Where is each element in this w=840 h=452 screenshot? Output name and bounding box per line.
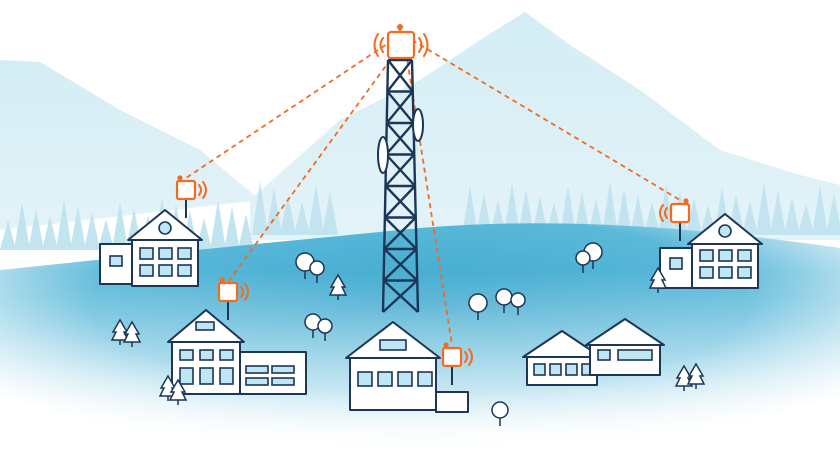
tree-icon (328, 273, 348, 300)
tree-icon (648, 266, 668, 293)
house-right (659, 247, 697, 289)
house-center-annex (435, 391, 469, 413)
antenna-midleft-house-icon (217, 277, 249, 320)
house-left-main (127, 209, 203, 287)
antenna-right-house-icon (659, 198, 691, 241)
house-right-main (687, 213, 763, 289)
tree-icon (468, 293, 488, 320)
link-midleft-house (227, 51, 397, 283)
window (158, 247, 173, 260)
link-right-house (411, 39, 681, 201)
window (718, 266, 733, 279)
window (699, 266, 714, 279)
window (549, 363, 562, 376)
window (179, 349, 194, 361)
tower-antenna-icon (386, 30, 416, 60)
window (219, 349, 234, 361)
window (139, 264, 154, 277)
tree-icon (317, 318, 333, 341)
tree-icon (510, 292, 526, 315)
tree-icon (491, 401, 509, 426)
house-center (345, 321, 469, 413)
window (417, 371, 433, 387)
window (718, 249, 733, 262)
antenna-center-house-icon (441, 342, 473, 385)
window (199, 349, 214, 361)
tree-icon (686, 362, 706, 389)
window (139, 247, 154, 260)
window (245, 365, 269, 374)
house-midleft (239, 351, 307, 395)
house-right-low-2 (585, 318, 665, 376)
window (177, 247, 192, 260)
house-midleft-main (167, 309, 245, 395)
link-left-house (185, 39, 394, 179)
window (158, 264, 173, 277)
cell-tower-icon (373, 24, 429, 313)
house-left (99, 243, 136, 285)
tree-icon (168, 378, 188, 405)
window (565, 363, 578, 376)
tree-icon (309, 260, 325, 283)
window (357, 371, 373, 387)
window (533, 363, 546, 376)
tree-icon (122, 320, 142, 347)
tree-icon (575, 250, 591, 273)
window (377, 371, 393, 387)
antenna-left-house-icon (175, 175, 207, 218)
window (397, 371, 413, 387)
tree-icon (304, 313, 322, 338)
window (271, 365, 295, 374)
window (699, 249, 714, 262)
window (737, 249, 752, 262)
window (597, 349, 611, 361)
window (737, 266, 752, 279)
window (177, 264, 192, 277)
